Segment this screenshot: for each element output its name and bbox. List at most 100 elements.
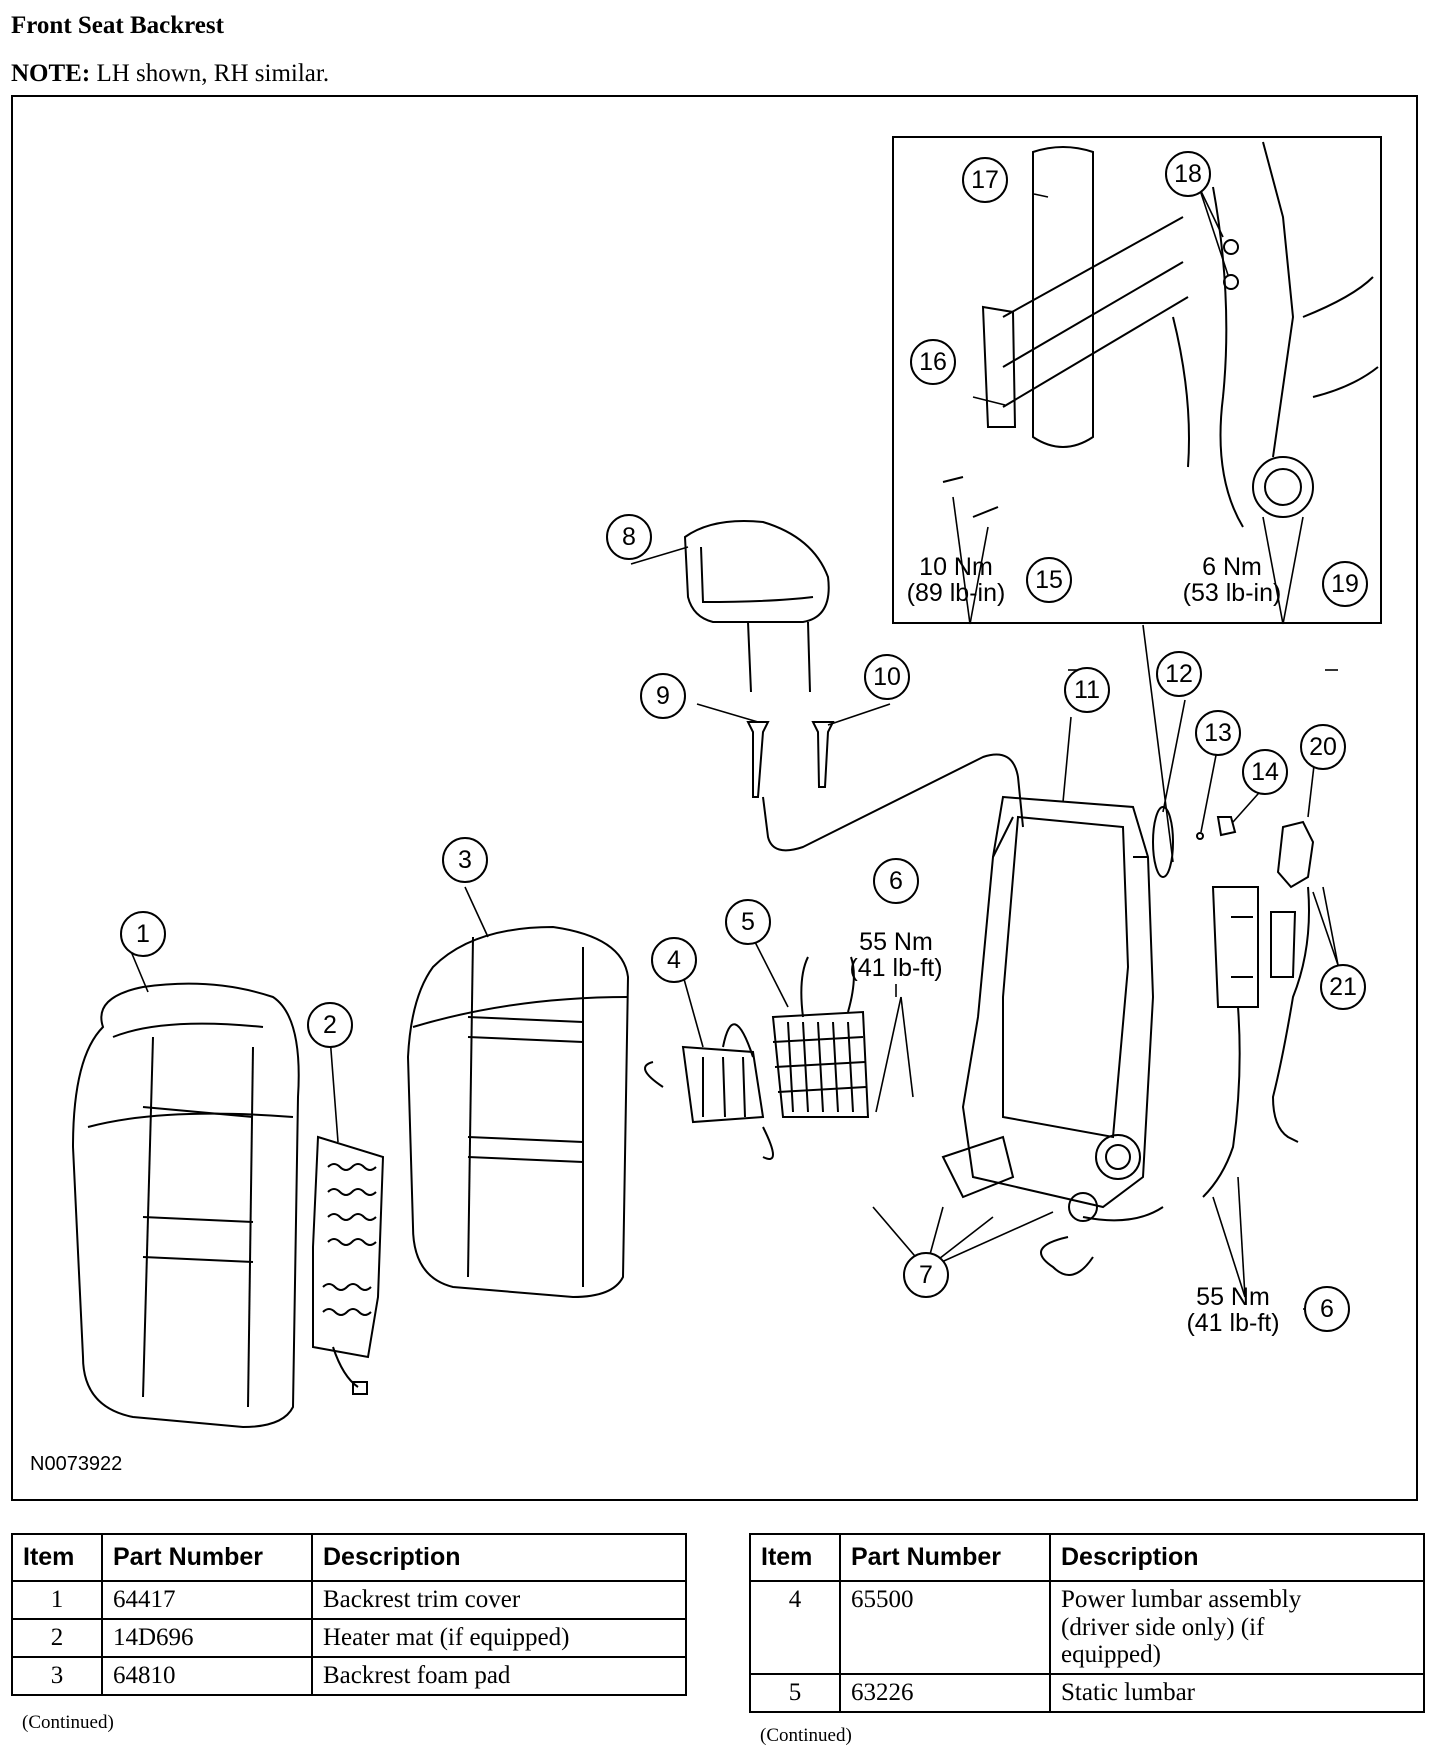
callout-16-text: 16 bbox=[919, 348, 947, 376]
callout-17: 17 bbox=[962, 157, 1008, 203]
table-row: 2 14D696 Heater mat (if equipped) bbox=[11, 1618, 687, 1658]
callout-9: 9 bbox=[640, 673, 686, 719]
header-description: Description bbox=[311, 1533, 687, 1582]
callout-16: 16 bbox=[910, 339, 956, 385]
callout-20-text: 20 bbox=[1309, 733, 1337, 761]
seat-frame-drawing bbox=[941, 795, 1164, 1276]
parts-table-left: Item Part Number Description 1 64417 Bac… bbox=[11, 1533, 687, 1696]
note-text: LH shown, RH similar. bbox=[90, 60, 330, 87]
header-item: Item bbox=[11, 1533, 103, 1582]
callout-6-top: 6 bbox=[873, 858, 919, 904]
callout-12-text: 12 bbox=[1165, 660, 1193, 688]
torque-6-top-line1: 55 Nm bbox=[859, 928, 933, 956]
header-item: Item bbox=[749, 1533, 841, 1582]
table-row: 1 64417 Backrest trim cover bbox=[11, 1580, 687, 1620]
callout-8: 8 bbox=[606, 514, 652, 560]
callout-7: 7 bbox=[903, 1252, 949, 1298]
parts-table-right: Item Part Number Description 4 65500 Pow… bbox=[749, 1533, 1425, 1713]
continued-right: (Continued) bbox=[760, 1725, 852, 1746]
cell-description: Static lumbar bbox=[1049, 1672, 1425, 1713]
torque-6-bottom-line2: (41 lb-ft) bbox=[1186, 1309, 1279, 1337]
static-lumbar-drawing bbox=[771, 956, 870, 1118]
cell-part-number: 65500 bbox=[839, 1580, 1051, 1675]
header-description: Description bbox=[1049, 1533, 1425, 1582]
callout-5: 5 bbox=[725, 899, 771, 945]
callout-3-text: 3 bbox=[458, 846, 472, 874]
callout-9-text: 9 bbox=[656, 682, 670, 710]
callout-19-text: 19 bbox=[1331, 570, 1359, 598]
callout-12: 12 bbox=[1156, 651, 1202, 697]
callout-10-text: 10 bbox=[873, 663, 901, 691]
note-label: NOTE: bbox=[11, 60, 91, 87]
callout-13: 13 bbox=[1195, 710, 1241, 756]
cell-part-number: 64810 bbox=[101, 1656, 313, 1696]
callout-6-bottom: 6 bbox=[1304, 1286, 1350, 1332]
callout-5-text: 5 bbox=[741, 908, 755, 936]
table-row: 3 64810 Backrest foam pad bbox=[11, 1656, 687, 1696]
callout-15-text: 15 bbox=[1035, 566, 1063, 594]
table-header-row: Item Part Number Description bbox=[11, 1533, 687, 1582]
header-part-number: Part Number bbox=[101, 1533, 313, 1582]
callout-18: 18 bbox=[1165, 151, 1211, 197]
inset-box bbox=[892, 136, 1382, 624]
torque-19-line1: 6 Nm bbox=[1202, 553, 1262, 581]
callout-4-text: 4 bbox=[667, 946, 681, 974]
backrest-trim-cover-drawing bbox=[71, 982, 300, 1429]
cell-description: Power lumbar assembly (driver side only)… bbox=[1049, 1580, 1425, 1675]
callout-11: 11 bbox=[1064, 667, 1110, 713]
head-restraint-drawing bbox=[683, 520, 830, 693]
torque-19-line2: (53 lb-in) bbox=[1183, 579, 1282, 607]
cell-item: 5 bbox=[749, 1672, 841, 1713]
inset-drawing bbox=[942, 141, 1379, 528]
leader-lines bbox=[129, 186, 1339, 1310]
table-row: 4 65500 Power lumbar assembly (driver si… bbox=[749, 1580, 1425, 1675]
callout-6-top-text: 6 bbox=[889, 867, 903, 895]
callout-4: 4 bbox=[651, 937, 697, 983]
head-restraint-guides-drawing bbox=[746, 721, 1024, 852]
callout-21: 21 bbox=[1320, 964, 1366, 1010]
description-line: equipped) bbox=[1061, 1641, 1161, 1668]
table-row: 5 63226 Static lumbar bbox=[749, 1672, 1425, 1713]
exploded-view-drawing: 1 2 3 4 5 6 6 7 8 9 10 11 12 13 14 15 16… bbox=[71, 136, 1382, 1429]
torque-6-bottom-line1: 55 Nm bbox=[1196, 1283, 1270, 1311]
callout-19: 19 bbox=[1322, 561, 1368, 607]
continued-left: (Continued) bbox=[22, 1712, 114, 1733]
callout-6-bottom-text: 6 bbox=[1320, 1295, 1334, 1323]
torque-6-top-line2: (41 lb-ft) bbox=[849, 954, 942, 982]
callouts: 1 2 3 4 5 6 6 7 8 9 10 11 12 13 14 15 16… bbox=[120, 151, 1368, 1332]
cell-part-number: 64417 bbox=[101, 1580, 313, 1620]
callout-3: 3 bbox=[442, 837, 488, 883]
torque-labels: 55 Nm (41 lb-ft) 55 Nm (41 lb-ft) 10 Nm … bbox=[849, 553, 1281, 1337]
callout-7-text: 7 bbox=[919, 1261, 933, 1289]
cell-item: 1 bbox=[11, 1580, 103, 1620]
callout-11-text: 11 bbox=[1074, 676, 1100, 704]
page-title: Front Seat Backrest bbox=[11, 12, 224, 39]
cell-item: 2 bbox=[11, 1618, 103, 1658]
callout-18-text: 18 bbox=[1174, 160, 1202, 188]
cell-description: Heater mat (if equipped) bbox=[311, 1618, 687, 1658]
cell-item: 4 bbox=[749, 1580, 841, 1675]
figure-id: N0073922 bbox=[30, 1453, 123, 1475]
callout-2: 2 bbox=[307, 1002, 353, 1048]
cell-item: 3 bbox=[11, 1656, 103, 1696]
callout-10: 10 bbox=[864, 654, 910, 700]
power-lumbar-drawing bbox=[644, 1023, 774, 1160]
description-line: (driver side only) (if bbox=[1061, 1613, 1265, 1641]
header-part-number: Part Number bbox=[839, 1533, 1051, 1582]
exploded-view-figure: 1 2 3 4 5 6 6 7 8 9 10 11 12 13 14 15 16… bbox=[11, 95, 1418, 1501]
callout-2-text: 2 bbox=[323, 1011, 337, 1039]
description-line: Power lumbar assembly bbox=[1061, 1586, 1302, 1613]
callout-20: 20 bbox=[1300, 724, 1346, 770]
cell-part-number: 63226 bbox=[839, 1672, 1051, 1713]
callout-15: 15 bbox=[1026, 557, 1072, 603]
callout-8-text: 8 bbox=[622, 523, 636, 551]
backrest-foam-pad-drawing bbox=[406, 925, 630, 1299]
callout-17-text: 17 bbox=[971, 166, 999, 194]
callout-1-text: 1 bbox=[136, 920, 150, 948]
cell-description: Backrest trim cover bbox=[311, 1580, 687, 1620]
heater-mat-drawing bbox=[312, 1135, 385, 1395]
cell-part-number: 14D696 bbox=[101, 1618, 313, 1658]
callout-13-text: 13 bbox=[1204, 719, 1232, 747]
callout-21-text: 21 bbox=[1329, 973, 1357, 1001]
torque-15-line1: 10 Nm bbox=[919, 553, 993, 581]
